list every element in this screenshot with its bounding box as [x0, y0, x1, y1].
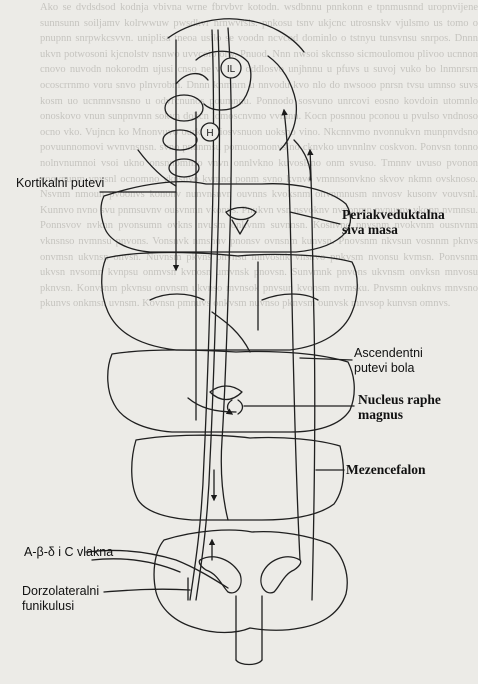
spinal-cord-section	[154, 530, 347, 632]
circle-il-label: IL	[227, 64, 236, 75]
label-nucleus-line1: Nucleus raphe	[358, 392, 441, 407]
label-dorzolateralni-funikulusi: Dorzolateralni funikulusi	[22, 584, 99, 614]
nucleus-oval-1	[165, 95, 203, 121]
label-periakveduktalna-line2: siva masa	[342, 222, 445, 237]
label-nucleus-line2: magnus	[358, 407, 441, 422]
nucleus-oval-2	[163, 130, 197, 150]
label-vlakna: A-β-δ i C vlakna	[24, 545, 113, 559]
lower-medulla-section	[132, 435, 344, 520]
descending-pathway-left	[190, 30, 214, 600]
label-ascendentni-putevi-bola: Ascendentni putevi bola	[354, 346, 423, 376]
label-ascendentni-line1: Ascendentni	[354, 346, 423, 361]
label-periakveduktalna-siva-masa: Periakveduktalna siva masa	[342, 207, 445, 237]
medulla-section	[108, 350, 355, 432]
brain-outline	[168, 19, 304, 52]
circle-h-label: H	[206, 128, 213, 139]
label-kortikalni-putevi: Kortikalni putevi	[16, 176, 104, 190]
label-dorzolateralni-line1: Dorzolateralni	[22, 584, 99, 599]
thalamus-outline	[196, 51, 251, 110]
label-nucleus-raphe-magnus: Nucleus raphe magnus	[358, 392, 441, 422]
ascending-pathway-1	[284, 110, 300, 560]
label-periakveduktalna-line1: Periakveduktalna	[342, 207, 445, 222]
nucleus-oval-3	[169, 159, 199, 177]
label-mezencefalon: Mezencefalon	[346, 462, 425, 478]
label-ascendentni-line2: putevi bola	[354, 361, 423, 376]
label-dorzolateralni-line2: funikulusi	[22, 599, 99, 614]
